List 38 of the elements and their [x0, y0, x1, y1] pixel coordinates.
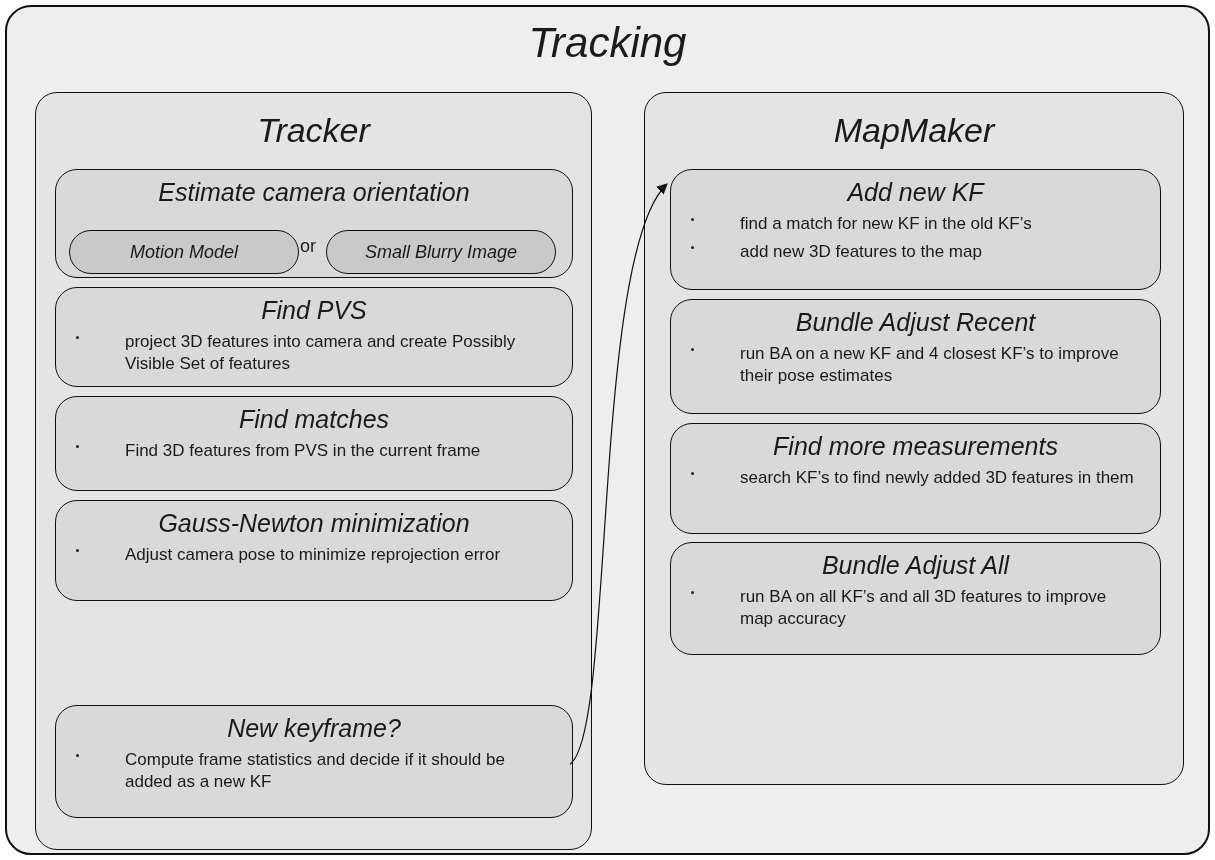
- heading: Small Blurry Image: [364, 241, 517, 263]
- step-description: Adjust camera pose to minimize reprojection error: [125, 543, 501, 566]
- step-description: add new 3D features to the map: [740, 240, 982, 263]
- heading: Gauss-Newton minimization: [158, 509, 470, 538]
- option-pill: [69, 230, 299, 274]
- connector-word: or: [300, 236, 316, 257]
- frame-panel: [5, 5, 1210, 855]
- heading: Tracking: [528, 19, 687, 68]
- step-box: [670, 299, 1161, 414]
- module-panel: [35, 92, 592, 850]
- heading: Find PVS: [261, 296, 367, 325]
- heading: Estimate camera orientation: [158, 178, 470, 207]
- step-description: find a match for new KF in the old KF’s: [740, 212, 1032, 235]
- heading: Bundle Adjust All: [821, 551, 1010, 580]
- step-box: [55, 396, 573, 491]
- heading: MapMaker: [833, 111, 995, 151]
- heading: Find matches: [238, 405, 390, 434]
- heading: Bundle Adjust Recent: [795, 308, 1036, 337]
- module-panel: [644, 92, 1184, 785]
- step-box: [670, 169, 1161, 290]
- heading: Find more measurements: [773, 432, 1058, 461]
- heading: New keyframe?: [227, 714, 401, 743]
- step-description: project 3D features into camera and create Possibly Visible Set of features: [125, 330, 517, 375]
- step-description: Find 3D features from PVS in the current frame: [125, 439, 481, 462]
- step-box: [670, 542, 1161, 655]
- step-description: Compute frame statistics and decide if it should be added as a new KF: [125, 748, 506, 793]
- step-box: [55, 500, 573, 601]
- option-pill: [326, 230, 556, 274]
- heading: Tracker: [257, 111, 370, 151]
- heading: Add new KF: [847, 178, 984, 207]
- step-description: search KF’s to find newly added 3D features in them: [740, 466, 1134, 489]
- step-description: run BA on a new KF and 4 closest KF’s to improve their pose estimates: [740, 342, 1120, 387]
- heading: Motion Model: [129, 241, 239, 263]
- step-box: [55, 169, 573, 278]
- step-description: run BA on all KF’s and all 3D features to improve map accuracy: [740, 585, 1108, 630]
- step-box: [55, 287, 573, 387]
- step-box: [670, 423, 1161, 534]
- step-box: [55, 705, 573, 818]
